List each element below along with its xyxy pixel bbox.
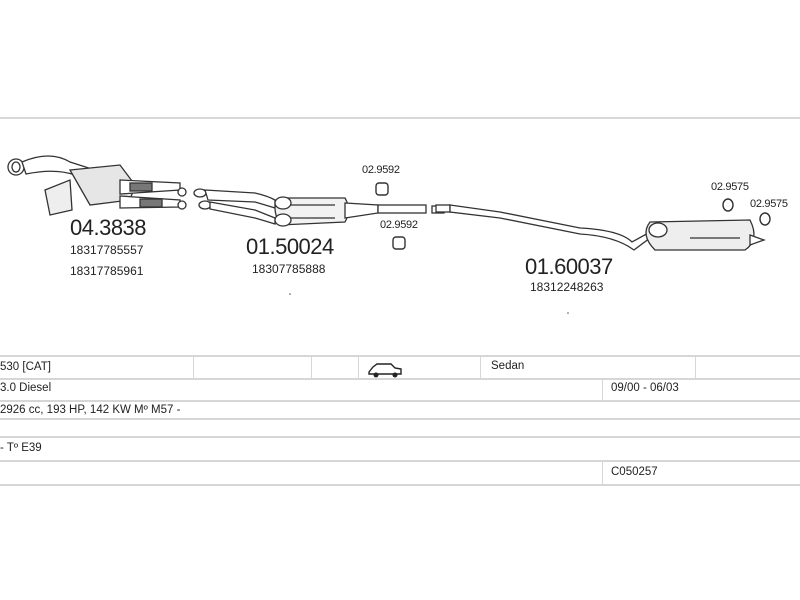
part-number[interactable]: 01.50024 xyxy=(246,234,334,259)
clamp-number[interactable]: 02.9575 xyxy=(711,181,749,193)
empty-cell xyxy=(695,357,800,378)
part-number[interactable]: 04.3838 xyxy=(70,215,147,240)
oem-number: 18317785961 xyxy=(70,264,144,278)
vehicle-row-code: C050257 xyxy=(0,462,800,486)
empty-cell xyxy=(193,357,313,378)
oem-number: 18312248263 xyxy=(530,280,604,294)
vehicle-row-model: 530 [CAT] Sedan xyxy=(0,355,800,380)
rear-silencer-drawing xyxy=(435,204,766,251)
body-icon-cell xyxy=(358,357,482,378)
clamp-number[interactable]: 02.9575 xyxy=(750,198,788,210)
car-icon xyxy=(368,363,402,378)
engine: 3.0 Diesel xyxy=(0,382,52,394)
type: - Tº E39 xyxy=(0,442,42,454)
empty-cell xyxy=(0,462,601,484)
clamp-number[interactable]: 02.9592 xyxy=(380,219,418,231)
oem-number: 18307785888 xyxy=(252,262,326,276)
oem-number: 18317785557 xyxy=(70,243,144,257)
empty-cell xyxy=(311,357,360,378)
body-type: Sedan xyxy=(480,357,705,378)
years: 09/00 - 06/03 xyxy=(602,378,800,400)
vehicle-row-engine: 3.0 Diesel 09/00 - 06/03 xyxy=(0,378,800,402)
part-number[interactable]: 01.60037 xyxy=(525,254,613,279)
specs: 2926 cc, 193 HP, 142 KW Mº M57 - xyxy=(0,404,181,416)
clamp-drawings xyxy=(375,182,771,250)
exhaust-diagram xyxy=(7,155,771,314)
code: C050257 xyxy=(602,462,800,484)
clamp-number[interactable]: 02.9592 xyxy=(362,164,400,176)
top-divider xyxy=(0,117,800,119)
vehicle-row-specs: 2926 cc, 193 HP, 142 KW Mº M57 - xyxy=(0,402,800,420)
vehicle-row-empty xyxy=(0,420,800,438)
front-silencer-drawing xyxy=(193,188,445,227)
catalytic-converter-drawing xyxy=(7,155,187,216)
model: 530 [CAT] xyxy=(0,361,51,373)
vehicle-row-type: - Tº E39 xyxy=(0,438,800,462)
